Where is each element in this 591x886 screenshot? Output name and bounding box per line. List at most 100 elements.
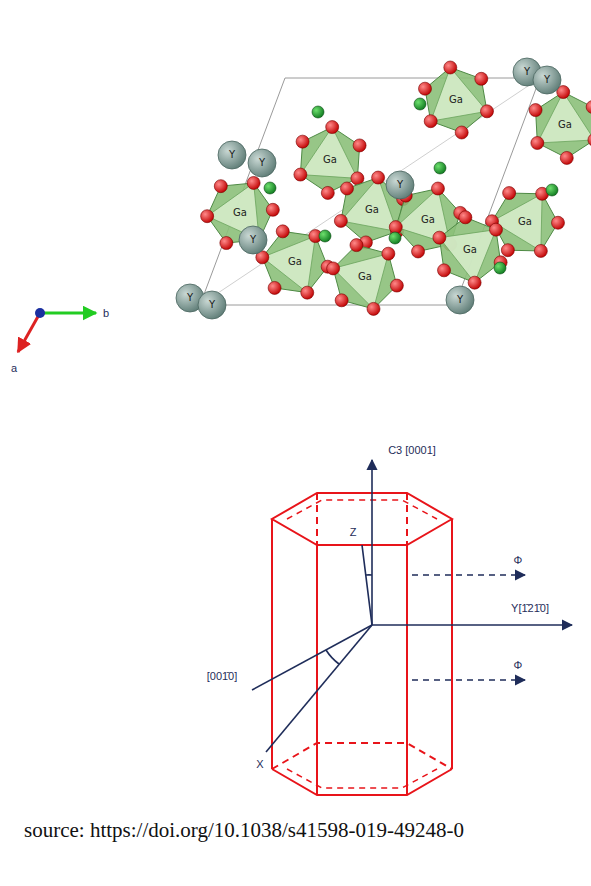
axis-label: Φ bbox=[514, 660, 523, 671]
yttrium-atom bbox=[386, 171, 414, 199]
oxygen-atom bbox=[266, 203, 279, 216]
crystal-axes bbox=[252, 460, 572, 752]
oxygen-atom bbox=[501, 244, 514, 257]
crystal-structure bbox=[176, 58, 591, 319]
oxygen-atom bbox=[433, 231, 446, 244]
atom-label: Y bbox=[229, 150, 235, 160]
oxygen-atom bbox=[214, 180, 227, 193]
oxygen-atom bbox=[326, 121, 339, 134]
oxygen-atom bbox=[335, 294, 348, 307]
oxygen-atom bbox=[419, 82, 432, 95]
atom-label: Y bbox=[209, 300, 215, 310]
oxygen-atom bbox=[586, 100, 591, 113]
atom-label: Ga bbox=[421, 215, 435, 225]
axis-label: Z bbox=[350, 527, 357, 538]
atom-label: Y bbox=[259, 158, 265, 168]
axis-label: X bbox=[256, 759, 263, 770]
axis-label: Y[1̄21̄0] bbox=[511, 603, 549, 614]
oxygen-atom bbox=[301, 286, 314, 299]
boron-atom bbox=[414, 98, 426, 110]
oxygen-atom bbox=[294, 168, 307, 181]
boron-atom bbox=[546, 184, 558, 196]
atom-label: Ga bbox=[323, 155, 337, 165]
axis-label: C3 [0001] bbox=[388, 445, 436, 456]
atom-label: Ga bbox=[233, 208, 247, 218]
octahedron bbox=[536, 92, 591, 158]
octahedron bbox=[425, 67, 487, 132]
atom-label: Ga bbox=[365, 205, 379, 215]
oxygen-atom bbox=[372, 171, 385, 184]
oxygen-atom bbox=[334, 214, 347, 227]
yttrium-atom bbox=[446, 286, 474, 314]
boron-atom bbox=[264, 182, 276, 194]
atom-label: Ga bbox=[358, 272, 372, 282]
atom-label: Y bbox=[187, 293, 193, 303]
oxygen-atom bbox=[412, 245, 425, 258]
oxygen-atom bbox=[390, 279, 403, 292]
atom-label: Y bbox=[397, 180, 403, 190]
oxygen-atom bbox=[247, 176, 260, 189]
oxygen-atom bbox=[389, 221, 402, 234]
octahedron-face bbox=[492, 194, 542, 251]
oxygen-atom bbox=[353, 139, 366, 152]
oxygen-atom bbox=[276, 225, 289, 238]
octahedron bbox=[492, 193, 558, 251]
oxygen-atom bbox=[455, 126, 468, 139]
boron-atom bbox=[319, 230, 331, 242]
oxygen-atom bbox=[321, 186, 334, 199]
octahedron bbox=[333, 245, 397, 309]
oxygen-atom bbox=[268, 281, 281, 294]
oxygen-atom bbox=[551, 216, 564, 229]
oxygen-atom bbox=[201, 210, 214, 223]
oxygen-atom bbox=[220, 237, 233, 250]
axis-triad bbox=[18, 308, 96, 352]
oxygen-atom bbox=[438, 264, 451, 277]
axis-label: Φ bbox=[514, 555, 523, 566]
yttrium-atom bbox=[198, 291, 226, 319]
oxygen-atom bbox=[480, 105, 493, 118]
boron-atom bbox=[434, 162, 446, 174]
boron-atom bbox=[312, 106, 324, 118]
axis-label: [001̄0] bbox=[207, 671, 238, 682]
atom-label: Ga bbox=[449, 95, 463, 105]
atom-label: Y bbox=[250, 235, 256, 245]
oxygen-atom bbox=[367, 302, 380, 315]
oxygen-atom bbox=[503, 187, 516, 200]
yttrium-atom bbox=[239, 226, 267, 254]
oxygen-atom bbox=[424, 115, 437, 128]
oxygen-atom bbox=[382, 247, 395, 260]
octahedron-face bbox=[431, 67, 487, 121]
oxygen-atom bbox=[531, 137, 544, 150]
boron-atom bbox=[389, 232, 401, 244]
yttrium-atom bbox=[248, 149, 276, 177]
oxygen-atom bbox=[560, 151, 573, 164]
oxygen-atom bbox=[588, 133, 591, 146]
oxygen-atom bbox=[444, 61, 457, 74]
atom-label: Ga bbox=[463, 245, 477, 255]
boron-atom bbox=[494, 262, 506, 274]
oxygen-atom bbox=[529, 104, 542, 117]
oxygen-atom bbox=[489, 223, 502, 236]
oxygen-atom bbox=[534, 244, 547, 257]
oxygen-atom bbox=[459, 211, 472, 224]
oxygen-atom bbox=[327, 262, 340, 275]
atom-label: Y bbox=[544, 75, 550, 85]
hexagonal-prism bbox=[272, 493, 452, 795]
oxygen-atom bbox=[468, 276, 481, 289]
oxygen-atom bbox=[350, 239, 363, 252]
atom-label: Ga bbox=[518, 217, 532, 227]
axis-label: b bbox=[103, 308, 109, 319]
octahedron-face bbox=[300, 127, 357, 178]
oxygen-atom bbox=[475, 72, 488, 85]
atom-label: Ga bbox=[288, 257, 302, 267]
atom-label: Y bbox=[457, 295, 463, 305]
atom-label: Y bbox=[524, 67, 530, 77]
octahedron-face bbox=[333, 254, 388, 309]
source-caption: source: https://doi.org/10.1038/s41598-0… bbox=[24, 818, 464, 843]
yttrium-atom bbox=[533, 66, 561, 94]
atom-label: Ga bbox=[558, 120, 572, 130]
oxygen-atom bbox=[340, 182, 353, 195]
oxygen-atom bbox=[431, 182, 444, 195]
